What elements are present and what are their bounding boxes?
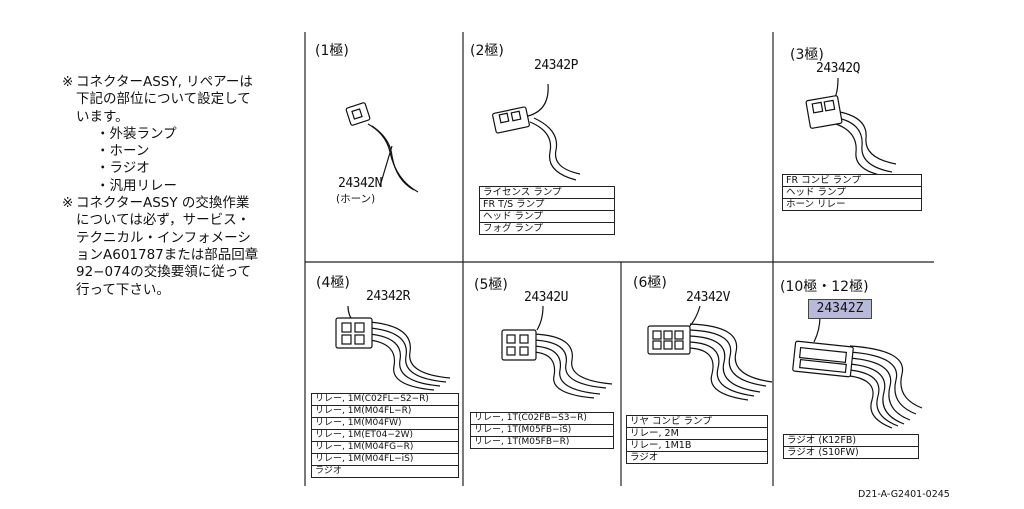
- notes-block: ※コネクターASSY, リペアーは 下記の部位について設定して います。 ・外装…: [62, 74, 304, 299]
- app-item: ラジオ (K12FB): [784, 435, 918, 447]
- cell-7-part-number-highlighted: 24342Z: [808, 299, 872, 319]
- note-item: ・ホーン: [96, 143, 150, 160]
- app-item: リレー, 1T(M05FB−iS): [471, 425, 613, 437]
- cell-7-applications: ラジオ (K12FB) ラジオ (S10FW): [783, 434, 919, 459]
- cell-2-part-number: 24342P: [534, 58, 578, 73]
- connector-6pole: [647, 305, 773, 401]
- app-item: ラジオ: [315, 466, 342, 476]
- app-item: フォグ ランプ: [483, 223, 543, 234]
- app-item: ホーン リレー: [786, 199, 846, 210]
- note-item: ・ラジオ: [96, 160, 150, 177]
- cell-3-applications: FR コンビ ランプ ヘッド ランプ ホーン リレー: [782, 174, 922, 211]
- note-item: ・外装ランプ: [96, 125, 177, 142]
- app-item: リヤ コンビ ランプ: [627, 416, 767, 428]
- app-item: リレー, 1M(M04FW): [312, 418, 458, 430]
- app-item: リレー, 1M1B: [627, 440, 767, 452]
- app-item: ラジオ: [630, 452, 659, 463]
- app-item: FR T/S ランプ: [480, 199, 614, 211]
- app-item: リレー, 1M(M04FL−R): [312, 406, 458, 418]
- cell-4-part-number: 24342R: [366, 289, 410, 304]
- connector-3pole: [805, 77, 897, 177]
- cell-6-label: (6極): [633, 275, 667, 291]
- app-item: ライセンス ランプ: [480, 187, 614, 199]
- note-1: ※コネクターASSY, リペアーは: [62, 74, 253, 90]
- note-item: ・汎用リレー: [96, 177, 177, 194]
- cell-5-label: (5極): [474, 277, 508, 293]
- app-item: リレー, 1M(M04FL−iS): [312, 454, 458, 466]
- app-item: FR コンビ ランプ: [783, 175, 921, 187]
- cell-6-applications: リヤ コンビ ランプ リレー, 2M リレー, 1M1B ラジオ: [626, 415, 768, 464]
- connector-12pole: [792, 315, 923, 429]
- cell-7-label: (10極・12極): [780, 279, 869, 295]
- app-item: ラジオ (S10FW): [787, 447, 859, 458]
- cell-1-sub-label: (ホーン): [336, 193, 376, 205]
- app-item: リレー, 2M: [627, 428, 767, 440]
- connector-4pole: [335, 305, 451, 391]
- cell-1-label: (1極): [315, 43, 349, 59]
- cell-3-label: (3極): [790, 47, 824, 63]
- figure-code: D21-A-G2401-0245: [858, 489, 950, 500]
- cell-1-part-number: 24342N: [338, 176, 382, 191]
- connector-2pole: [492, 83, 581, 181]
- note-2: ※コネクターASSY の交換作業: [62, 195, 250, 212]
- app-item: リレー, 1T(M05FB−R): [474, 437, 570, 447]
- connector-5pole: [501, 305, 613, 399]
- cell-2-label: (2極): [470, 43, 504, 59]
- app-item: リレー, 1M(ET04−2W): [312, 430, 458, 442]
- cell-4-applications: リレー, 1M(C02FL−S2−R) リレー, 1M(M04FL−R) リレー…: [311, 393, 459, 478]
- app-item: リレー, 1M(C02FL−S2−R): [312, 394, 458, 406]
- cell-6-part-number: 24342V: [686, 290, 730, 305]
- cell-5-part-number: 24342U: [524, 290, 568, 305]
- app-item: ヘッド ランプ: [783, 187, 921, 199]
- cell-4-label: (4極): [316, 275, 350, 291]
- cell-5-applications: リレー, 1T(C02FB−S3−R) リレー, 1T(M05FB−iS) リレ…: [470, 412, 614, 449]
- cell-3-part-number: 24342Q: [816, 61, 860, 76]
- cell-2-applications: ライセンス ランプ FR T/S ランプ ヘッド ランプ フォグ ランプ: [479, 186, 615, 235]
- app-item: リレー, 1M(M04FG−R): [312, 442, 458, 454]
- app-item: リレー, 1T(C02FB−S3−R): [471, 413, 613, 425]
- app-item: ヘッド ランプ: [480, 211, 614, 223]
- connector-1pole: [345, 102, 419, 193]
